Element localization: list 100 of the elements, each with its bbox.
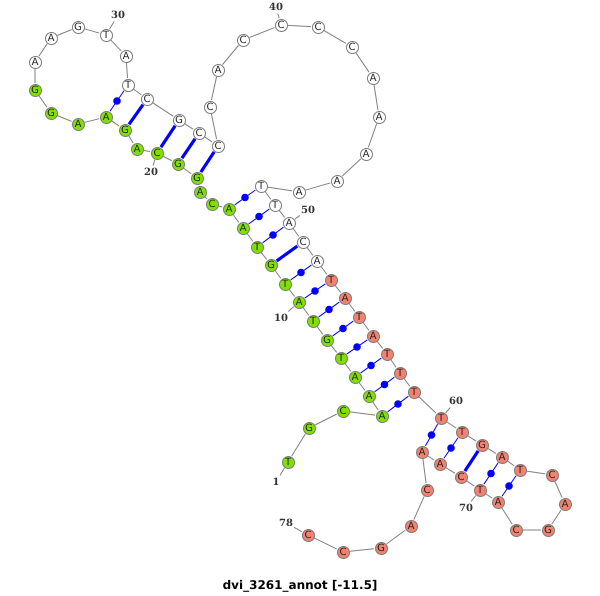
nucleotide-circle: T — [306, 314, 320, 328]
base-pair-line — [262, 226, 284, 244]
leader-line — [294, 526, 302, 532]
backbone-line — [34, 68, 36, 84]
backbone-line — [264, 191, 272, 200]
backbone-line — [445, 467, 456, 474]
nucleotide-circle: T — [268, 198, 282, 212]
position-number: 40 — [269, 2, 283, 12]
backbone-line — [376, 341, 384, 349]
position-number: 50 — [301, 204, 315, 216]
position-number: 20 — [144, 166, 158, 178]
backbone-line — [260, 252, 268, 260]
leader-line — [445, 407, 451, 414]
nucleotide-circle: C — [150, 146, 164, 160]
nucleotide-circle: A — [292, 296, 306, 308]
nucleotide-circle: T — [254, 180, 268, 192]
backbone-line — [348, 303, 356, 312]
backbone-line — [349, 548, 375, 552]
nucleotide-circle: C — [206, 198, 218, 210]
nucleotide-circle: A — [72, 118, 84, 130]
base-pair-line — [464, 450, 480, 472]
position-number: 70 — [459, 502, 473, 514]
nucleotide-circle: G — [172, 114, 186, 126]
nucleotide-circle: A — [362, 390, 376, 402]
backbone-line — [246, 233, 254, 242]
nucleotide-circle: C — [346, 40, 358, 54]
backbone-line — [162, 156, 172, 162]
nucleotide-circle: C — [192, 126, 206, 140]
backbone-line — [507, 460, 515, 466]
nucleotide-circle: T — [100, 28, 112, 42]
backbone-line — [358, 382, 366, 391]
nucleotide-circle: T — [408, 386, 420, 398]
position-number: 30 — [111, 10, 125, 20]
backbone-line — [390, 359, 397, 368]
backbone-line — [427, 455, 435, 461]
nucleotide-circle: A — [366, 330, 380, 342]
nucleotide-circle: A — [434, 458, 446, 470]
base-pair-line — [443, 437, 459, 459]
nucleotide-circle: C — [546, 468, 558, 482]
backbone-line — [249, 27, 275, 38]
base-pair-line — [501, 475, 517, 497]
nucleotide-circle: A — [292, 186, 306, 198]
backbone-line — [386, 530, 406, 544]
nucleotide-circle: G — [172, 158, 184, 170]
position-number: 10 — [274, 312, 288, 324]
backbone-line — [316, 326, 324, 335]
backbone-line — [143, 150, 151, 152]
backbone-line — [413, 496, 425, 520]
nucleotide-circle: C — [212, 140, 224, 152]
nucleotide-circle: A — [404, 520, 418, 532]
nucleotide-circle: A — [338, 292, 352, 304]
backbone-line — [56, 115, 72, 122]
nucleotide-circle: C — [302, 528, 314, 542]
nucleotide-circle: A — [100, 110, 112, 124]
backbone-line — [56, 29, 72, 36]
base-pair-line — [180, 138, 196, 160]
nucleotide-circle: A — [348, 370, 362, 384]
nucleotide-circle: C — [336, 546, 350, 558]
nucleotide-circle: C — [420, 484, 434, 496]
nucleotide-circle: T — [334, 352, 348, 364]
nucleotide-circle: C — [274, 18, 288, 32]
nucleotide-circle: T — [394, 366, 406, 380]
backbone-line — [362, 322, 370, 331]
nucleotide-circle: T — [122, 78, 134, 92]
backbone-line — [222, 44, 240, 66]
leader-line — [288, 306, 294, 312]
nucleotide-circle: T — [434, 412, 448, 424]
backbone-line — [551, 509, 562, 525]
leader-line — [109, 21, 115, 30]
backbone-line — [111, 120, 120, 127]
nucleotide-circle: C — [312, 20, 324, 34]
backbone-line — [306, 247, 314, 256]
backbone-line — [349, 411, 376, 416]
base-pair-line — [234, 190, 256, 206]
nucleotide-circle: C — [510, 524, 522, 536]
nucleotide-circle: A — [496, 450, 508, 464]
backbone-line — [485, 493, 493, 499]
backbone-line — [467, 435, 477, 442]
backbone-line — [501, 507, 513, 525]
nucleotide-circle: G — [476, 438, 488, 452]
backbone-line — [84, 118, 100, 123]
nucleotide-circle: T — [456, 426, 468, 438]
backbone-line — [355, 52, 370, 73]
nucleotide-circle: A — [492, 496, 504, 508]
backbone-line — [133, 88, 142, 96]
nucleotide-circle: A — [416, 446, 428, 458]
base-pair-line — [200, 150, 216, 174]
backbone-line — [466, 480, 475, 487]
nucleotide-circle: T — [352, 310, 366, 324]
backbone-line — [38, 43, 48, 57]
nucleotide-circle: A — [222, 202, 236, 216]
nucleotide-circle: A — [28, 56, 42, 68]
backbone-line — [314, 414, 338, 426]
position-number: 60 — [449, 396, 463, 406]
nucleotide-circle: C — [454, 470, 468, 484]
nucleotide-circle: A — [194, 186, 206, 198]
backbone-line — [288, 289, 296, 297]
backbone-line — [152, 102, 174, 117]
backbone-line — [344, 363, 352, 372]
nucleotide-circle: T — [250, 240, 264, 254]
